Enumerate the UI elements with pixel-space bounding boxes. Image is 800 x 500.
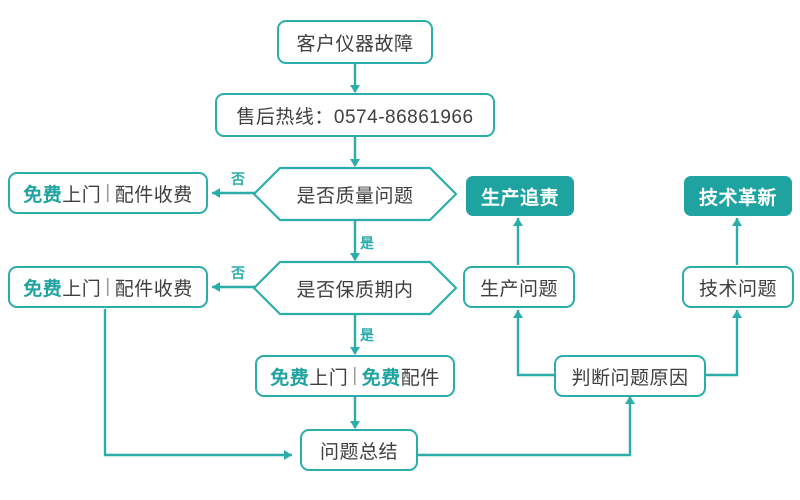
- label-separator-1: |: [105, 182, 111, 203]
- edge-label-warranty-yes-text: 是: [360, 327, 374, 343]
- node-summary-label: 问题总结: [319, 441, 398, 463]
- node-summary[interactable]: 问题总结: [300, 429, 418, 471]
- hexagon-shape-warranty: [252, 260, 458, 316]
- node-outcome-paid-quality-free: 免费: [23, 184, 63, 206]
- node-production-accountability[interactable]: 生产追责: [466, 176, 574, 216]
- node-production-issue-label: 生产问题: [479, 278, 558, 300]
- edge-judge-to-technology: [705, 310, 742, 377]
- node-outcome-paid-quality[interactable]: 免费上门|配件收费: [8, 172, 208, 214]
- edge-summary-to-judge: [417, 396, 635, 457]
- edge-label-warranty-no: 否: [231, 263, 245, 283]
- hexagon-shape-quality: [252, 166, 458, 222]
- node-production-accountability-label: 生产追责: [480, 187, 559, 209]
- label-separator-3: |: [352, 365, 358, 386]
- node-outcome-paid-quality-visit: 上门: [62, 184, 102, 206]
- node-outcome-free[interactable]: 免费上门|免费配件: [255, 355, 455, 397]
- node-judge-cause[interactable]: 判断问题原因: [554, 355, 706, 397]
- label-separator-2: |: [105, 276, 111, 297]
- edge-label-warranty-yes: 是: [360, 325, 374, 345]
- node-decision-warranty[interactable]: 是否保质期内: [250, 260, 460, 316]
- edge-label-quality-yes-text: 是: [360, 235, 374, 251]
- node-outcome-paid-warranty-visit: 上门: [62, 278, 102, 300]
- node-start-label: 客户仪器故障: [296, 33, 414, 55]
- node-hotline-label: 售后热线：0574-86861966: [236, 106, 474, 128]
- node-technology-issue-label: 技术问题: [698, 278, 777, 300]
- node-decision-quality-label: 是否质量问题: [296, 185, 414, 207]
- edge-label-quality-no-text: 否: [231, 171, 245, 187]
- node-hotline[interactable]: 售后热线：0574-86861966: [215, 93, 495, 137]
- edge-label-quality-no: 否: [231, 169, 245, 189]
- edge-judge-to-production: [513, 310, 555, 377]
- node-judge-cause-label: 判断问题原因: [571, 367, 689, 389]
- node-decision-warranty-label: 是否保质期内: [296, 279, 414, 301]
- node-start[interactable]: 客户仪器故障: [277, 20, 433, 64]
- node-outcome-free-visit: 上门: [309, 367, 349, 389]
- node-outcome-free-parts: 配件: [400, 367, 440, 389]
- node-decision-quality[interactable]: 是否质量问题: [250, 166, 460, 222]
- node-outcome-free-visit-tag: 免费: [270, 367, 310, 389]
- node-technology-issue[interactable]: 技术问题: [682, 266, 794, 308]
- node-outcome-paid-warranty-parts: 配件收费: [114, 278, 193, 300]
- node-production-issue[interactable]: 生产问题: [463, 266, 575, 308]
- node-outcome-paid-quality-parts: 配件收费: [114, 184, 193, 206]
- node-technology-innovation-label: 技术革新: [698, 187, 777, 209]
- node-outcome-free-parts-tag: 免费: [361, 367, 401, 389]
- edge-paid2-to-summary: [103, 309, 292, 460]
- edge-label-quality-yes: 是: [360, 233, 374, 253]
- edge-label-warranty-no-text: 否: [231, 265, 245, 281]
- node-technology-innovation[interactable]: 技术革新: [684, 176, 792, 216]
- node-outcome-paid-warranty-free: 免费: [23, 278, 63, 300]
- node-outcome-paid-warranty[interactable]: 免费上门|配件收费: [8, 266, 208, 308]
